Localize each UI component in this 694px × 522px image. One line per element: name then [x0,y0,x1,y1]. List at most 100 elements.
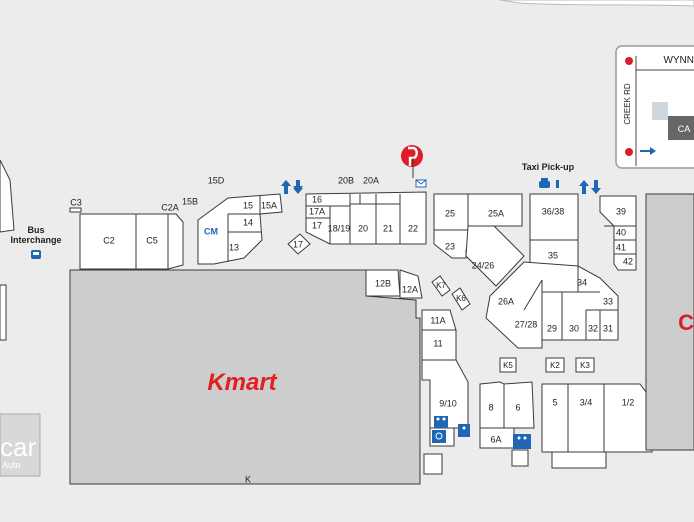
left-building-lower [0,284,7,341]
taxi-icon [539,178,550,188]
shop-block-16-22[interactable] [305,191,427,245]
top-road-edge [499,0,694,7]
legend-building-label: CA [678,124,691,134]
shop-label: 40 [616,227,626,237]
shop-label: C3 [70,197,82,207]
mail-icon [415,179,427,188]
shop-label: 35 [548,250,558,260]
legend-car-icon [652,102,668,120]
kiosk-k3[interactable] [575,357,595,373]
shop-label: 16 [312,194,322,204]
shop-c2a[interactable] [167,213,184,270]
toilet-icon [513,434,531,449]
shop-label: 15B [182,196,198,206]
shop-label: 14 [243,217,253,227]
escalator-icon [579,180,601,194]
shop-label: 11A [430,315,445,325]
utility-box [511,449,529,467]
shop-label: 30 [569,323,579,333]
left-building-edge [0,159,15,233]
shop-label: 6A [490,434,501,444]
shop-1-2[interactable] [603,383,653,453]
shop-label: 22 [408,223,418,233]
shop-label: 21 [383,223,393,233]
kiosk-k2[interactable] [545,357,565,373]
toilet-icon [458,424,470,437]
shop-label: 9/10 [439,398,457,408]
shop-label: 5 [552,397,557,407]
wynn-road-label: WYNN [663,55,694,66]
shop-3-4[interactable] [567,383,605,453]
utility-box [423,453,443,475]
shop-label: 15D [208,175,225,185]
shop-label: 33 [603,296,613,306]
shop-label: 32 [588,323,598,333]
shop-39-42[interactable] [599,195,637,271]
shop-24-26[interactable] [465,225,525,287]
shop-label: 15A [261,200,277,210]
shop-block-26a-34[interactable] [485,261,619,349]
shop-36-38[interactable] [529,193,579,241]
shop-label: 15 [243,200,253,210]
creek-road-label: CREEK RD [623,83,632,125]
kmart-entry-label: K [245,474,251,484]
bus-icon [31,250,41,259]
shop-c5[interactable] [135,213,169,270]
shop-label: 39 [616,206,626,216]
shop-c3-top[interactable] [69,207,82,213]
shop-label: 13 [229,242,239,252]
car-logo-partial: car [0,432,36,462]
kiosk-k5[interactable] [499,357,517,373]
shop-cluster-13-15[interactable] [197,193,283,265]
shop-label: 17 [293,239,303,249]
auto-label-partial: Auto [2,460,21,470]
shop-label: K7 [436,281,446,290]
shop-6[interactable] [503,381,535,429]
lift-icon [556,180,559,188]
toilet-icon [434,416,448,428]
shop-17-kiosk[interactable] [287,233,311,255]
shop-label: C5 [146,235,158,245]
shop-label: 18/19 [328,223,351,233]
shop-label: 8 [488,402,493,412]
shop-label: 3/4 [580,397,593,407]
legend-marker-bottom [625,148,633,156]
shop-label: C2 [103,235,115,245]
right-anchor[interactable] [645,193,694,451]
shop-label: 1/2 [622,397,635,407]
shop-label: 25A [488,208,504,218]
shop-5[interactable] [541,383,569,453]
shop-label: 31 [603,323,613,333]
kiosk-k7[interactable] [431,275,451,297]
shop-label: 34 [577,277,587,287]
legend-inset: WYNN CREEK RD CA [615,45,694,169]
shop-label: 20B [338,175,354,185]
loading-dock [551,451,607,469]
left-lower-building [0,413,41,477]
shop-label: 12A [402,284,418,294]
legend-building [668,116,694,140]
right-anchor-logo: C [678,310,694,335]
shop-label: 23 [445,241,455,251]
shop-label-cm: CM [204,226,218,236]
shop-label: 26A [498,296,514,306]
interchange-label: Interchange [10,235,61,245]
accessible-toilet-icon [432,430,446,443]
arrow-right-icon [640,147,656,155]
kmart-logo: Kmart [207,369,277,396]
shop-label: K3 [580,361,590,370]
post-office-icon [401,145,423,178]
shop-label: 24/26 [472,260,495,270]
shop-label: 42 [623,256,633,266]
legend-marker-top [625,57,633,65]
shop-label: 29 [547,323,557,333]
shop-12a[interactable] [399,269,423,299]
bus-label: Bus [27,225,44,235]
shop-label: 11 [433,338,442,348]
shop-label: C2A [161,202,179,212]
shop-label: 20A [363,175,379,185]
kiosk-k6[interactable] [451,287,471,311]
shop-label: K5 [503,361,513,370]
shop-label: K6 [456,294,466,303]
